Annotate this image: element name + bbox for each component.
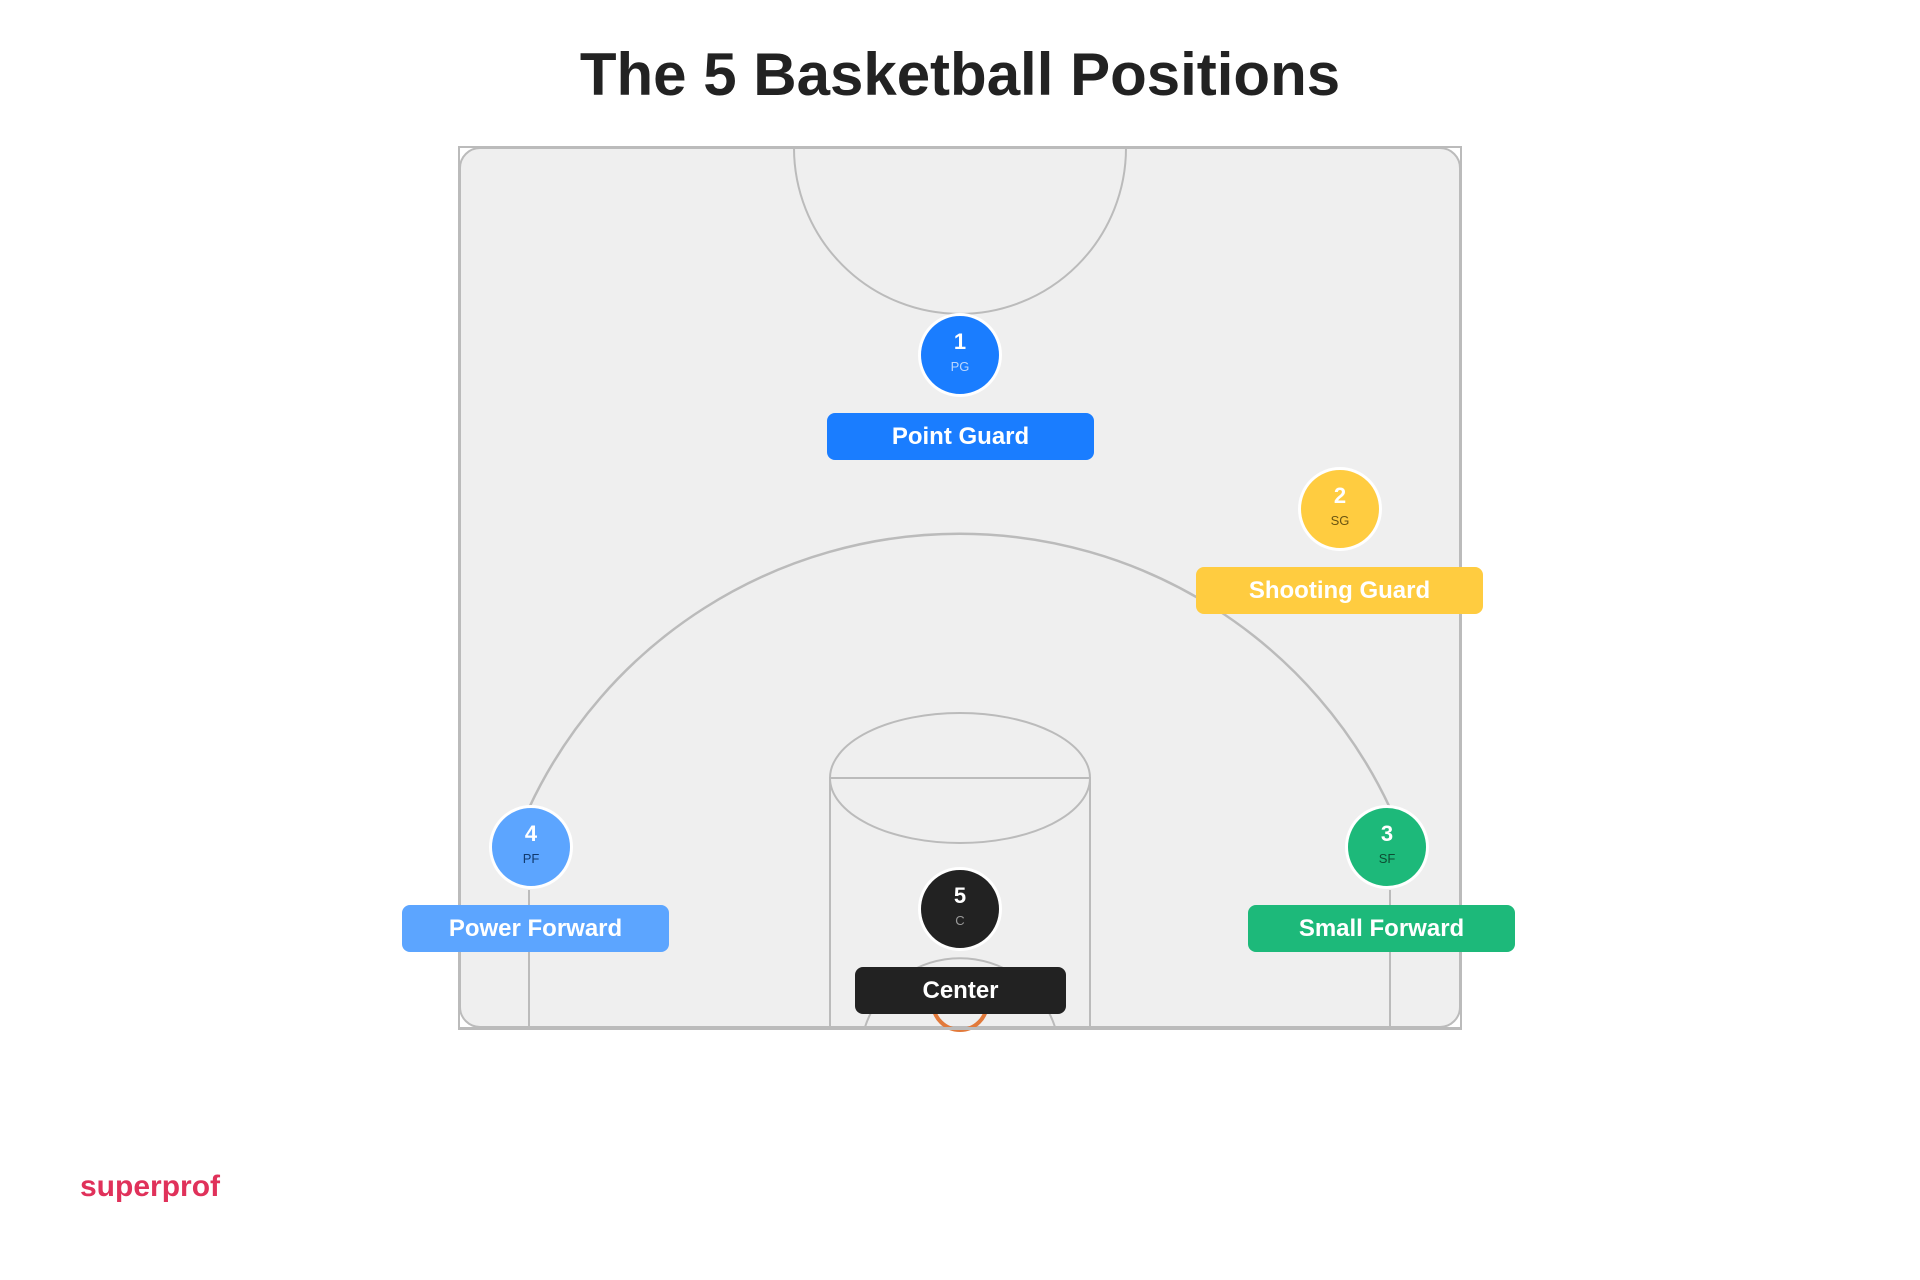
position-label-shooting-guard: Shooting Guard (1196, 567, 1483, 614)
position-label-center: Center (855, 967, 1066, 1014)
position-label-power-forward: Power Forward (402, 905, 669, 952)
position-label-small-forward: Small Forward (1248, 905, 1515, 952)
player-number: 1 (953, 329, 967, 354)
position-abbreviation: SF (1378, 851, 1396, 866)
position-abbreviation: PG (950, 359, 970, 374)
position-label-point-guard: Point Guard (827, 413, 1094, 460)
free-throw-circle (829, 712, 1091, 844)
three-point-arc (527, 532, 1392, 809)
player-number: 2 (1333, 483, 1347, 508)
position-abbreviation: C (955, 913, 965, 928)
position-abbreviation: PF (522, 851, 540, 866)
player-number: 5 (953, 883, 967, 908)
position-abbreviation: SG (1330, 513, 1350, 528)
player-number: 4 (524, 821, 538, 846)
superprof-logo: superprof (80, 1170, 221, 1203)
player-number: 3 (1380, 821, 1394, 846)
court-bottom-edge (458, 1027, 1462, 1030)
page-title: The 5 Basketball Positions (579, 41, 1341, 108)
